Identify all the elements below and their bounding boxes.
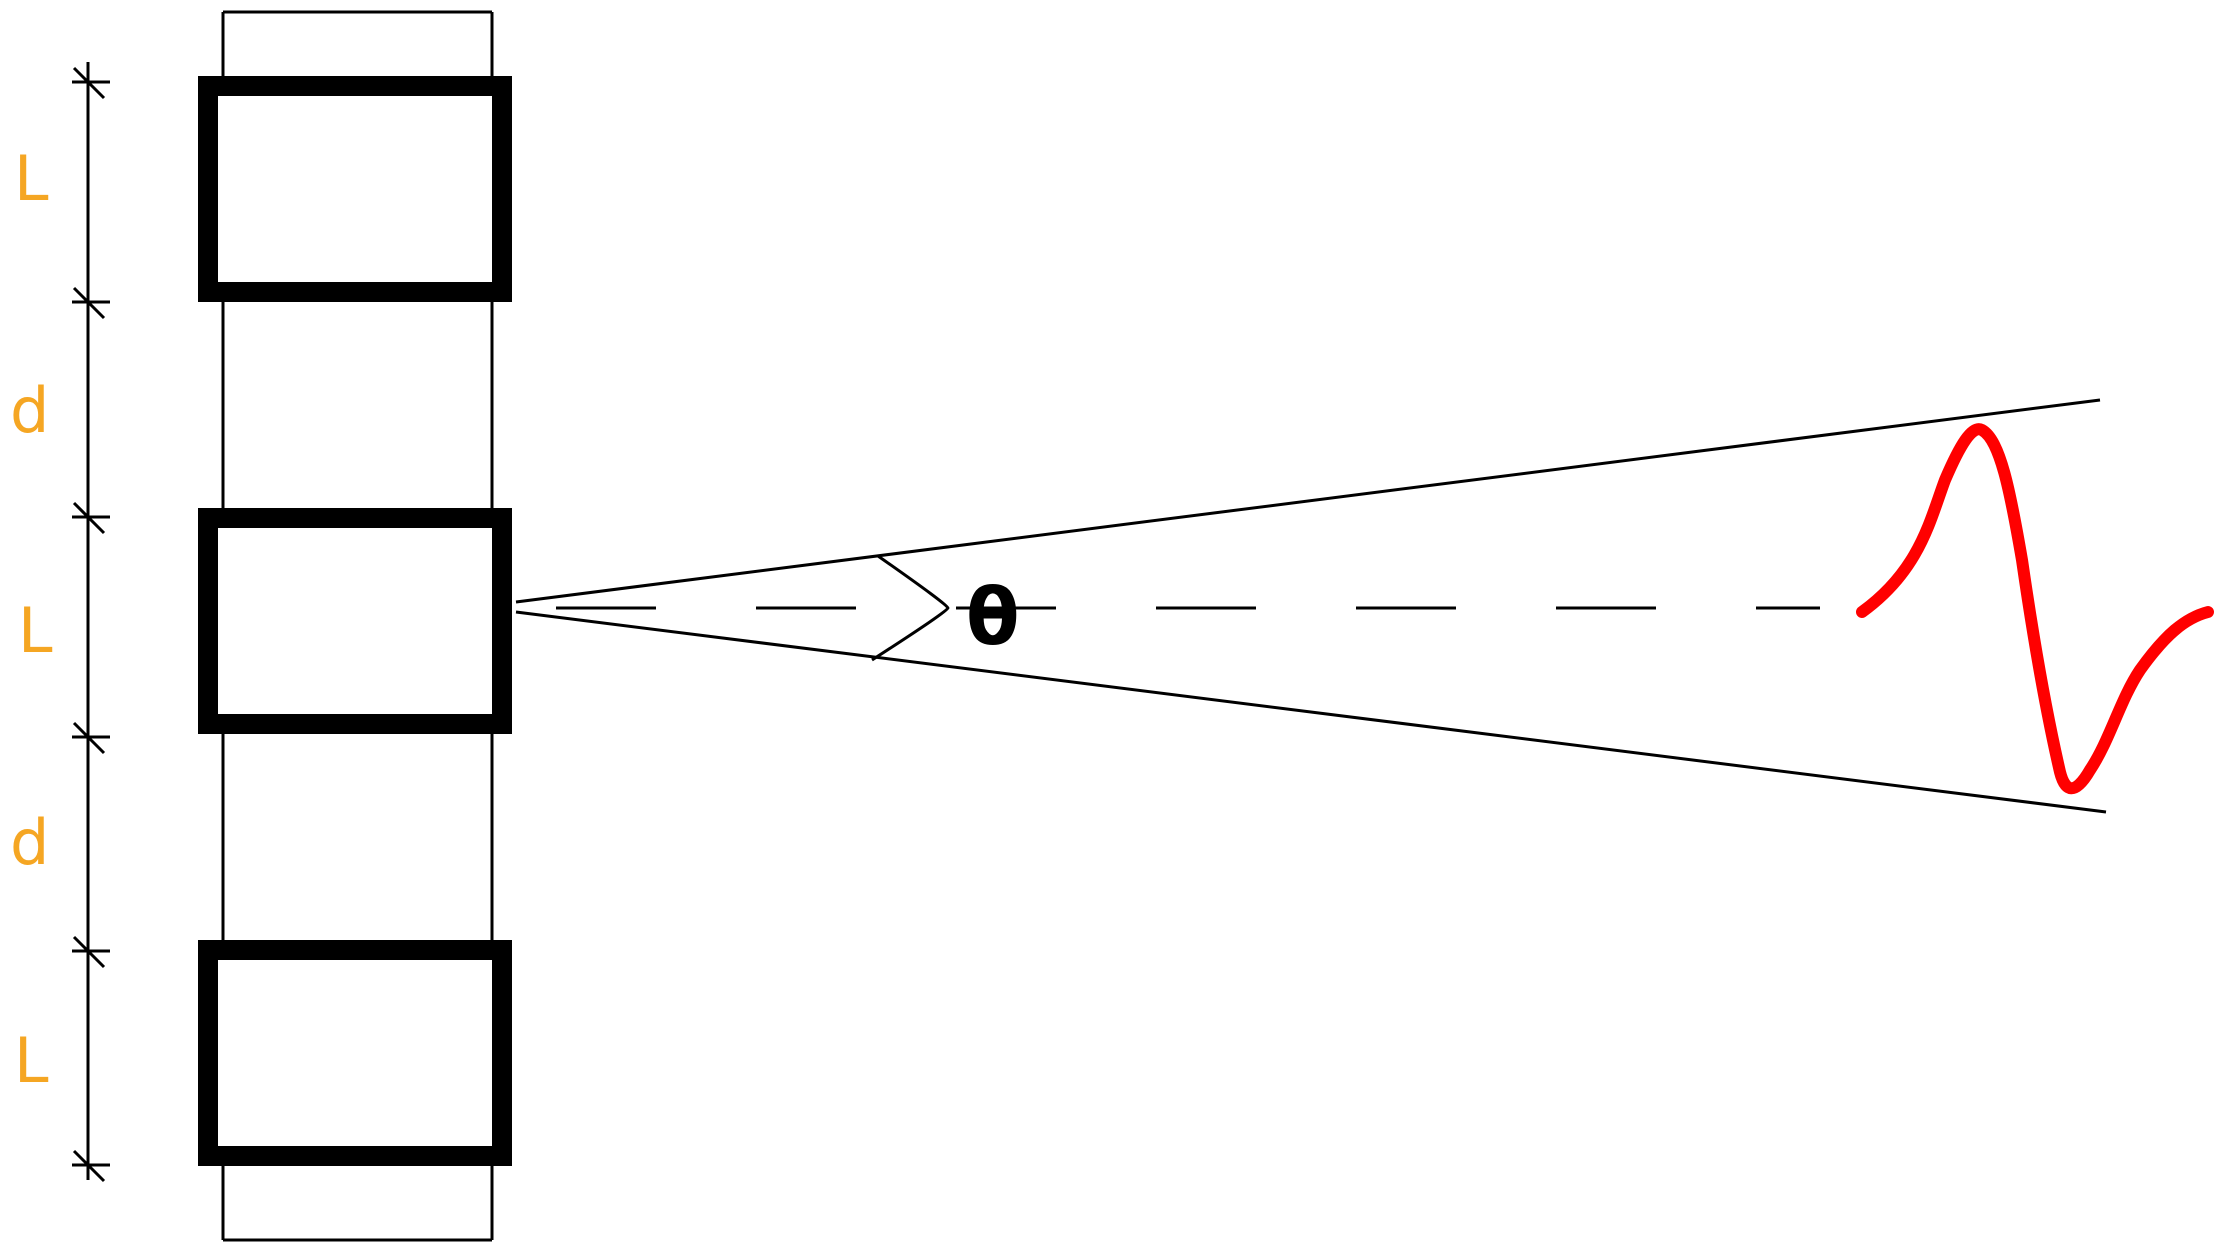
element-middle	[198, 508, 512, 734]
label-gap-1: d	[10, 374, 49, 447]
beam-lower-edge	[515, 610, 2107, 814]
angle-label: θ	[966, 573, 1020, 663]
dimension-ticks	[72, 66, 110, 1183]
label-segment-1: L	[14, 142, 49, 215]
dimension-line	[72, 62, 110, 1183]
label-segment-2: L	[18, 594, 53, 667]
label-segment-3: L	[14, 1024, 49, 1097]
array-elements	[198, 76, 512, 1166]
wave-pulse	[1856, 423, 2214, 795]
element-bottom	[198, 940, 512, 1166]
angle-arc	[871, 554, 950, 662]
element-top	[198, 76, 512, 302]
beam-upper-edge	[515, 398, 2101, 604]
beam-cone	[515, 398, 2107, 814]
label-gap-2: d	[10, 806, 49, 879]
dimension-labels: L d L d L	[10, 142, 53, 1097]
